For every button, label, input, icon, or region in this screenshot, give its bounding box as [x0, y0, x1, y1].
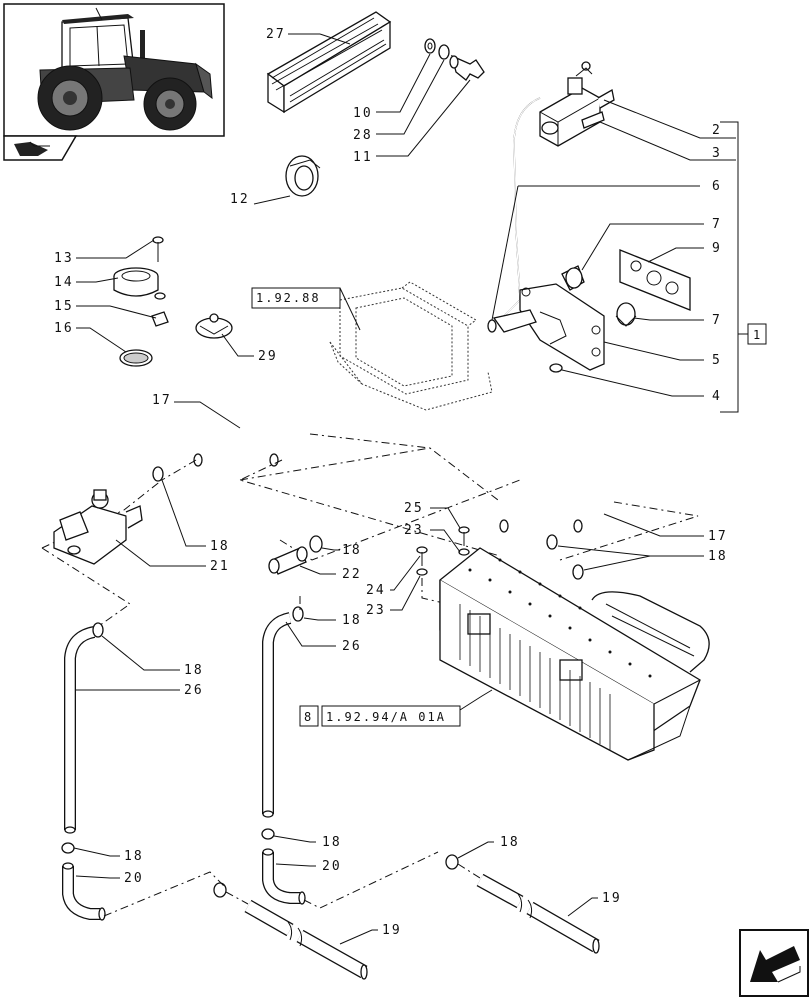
callout-22: 22 — [342, 567, 362, 582]
screw-24 — [416, 546, 428, 566]
washer-28 — [438, 44, 450, 60]
ref-top: 1.92.88 — [256, 291, 321, 305]
fitting-22 — [268, 546, 308, 575]
ref-bottom: 1.92.94/A 01A — [326, 710, 446, 724]
cap-14 — [113, 267, 159, 297]
callout-24: 24 — [366, 583, 386, 598]
callout-16: 16 — [54, 321, 74, 336]
heater-valve-assembly — [539, 61, 615, 147]
callout-18h: 18 — [322, 835, 342, 850]
ref-top-box — [251, 287, 341, 309]
callout-26a: 26 — [342, 639, 362, 654]
callout-11: 11 — [353, 150, 373, 165]
clamp-18g — [61, 842, 75, 854]
callout-4: 4 — [712, 389, 722, 404]
clamp-18c — [546, 534, 558, 550]
callout-7b: 7 — [712, 313, 722, 328]
callout-17a: 17 — [152, 393, 172, 408]
sensor-11 — [449, 54, 485, 81]
elbow-20a — [62, 862, 106, 921]
callout-18a: 18 — [210, 539, 230, 554]
fitting-29 — [195, 313, 233, 339]
callout-29: 29 — [258, 349, 278, 364]
callout-18f: 18 — [184, 663, 204, 678]
next-page-arrow-icon[interactable] — [739, 929, 809, 997]
grommet-12 — [285, 155, 321, 197]
clamp-18j — [213, 882, 227, 898]
callout-28: 28 — [353, 128, 373, 143]
clamp-18b — [309, 535, 323, 553]
callout-20b: 20 — [322, 859, 342, 874]
callout-25: 25 — [404, 501, 424, 516]
hose-17-right — [499, 477, 616, 533]
callout-18i: 18 — [500, 835, 520, 850]
callout-6: 6 — [712, 179, 722, 194]
callout-18c: 18 — [708, 549, 728, 564]
callout-7a: 7 — [712, 217, 722, 232]
callout-13: 13 — [54, 251, 74, 266]
part-27-filter — [266, 11, 392, 114]
callout-26b: 26 — [184, 683, 204, 698]
callout-5: 5 — [712, 353, 722, 368]
ref-bottom-box — [321, 705, 461, 727]
callout-18g: 18 — [124, 849, 144, 864]
washer-23a — [458, 548, 470, 556]
tractor-thumbnail — [3, 3, 225, 137]
callout-17b: 17 — [708, 529, 728, 544]
bracket-5 — [487, 283, 605, 371]
clamp-18i — [445, 854, 459, 870]
clamp-18a — [152, 466, 164, 482]
gasket-9 — [619, 249, 691, 311]
hose-26-left — [64, 626, 96, 834]
callout-21: 21 — [210, 559, 230, 574]
callout-19b: 19 — [602, 891, 622, 906]
ref-bottom-num-box — [299, 705, 319, 727]
screw-13 — [152, 236, 164, 262]
hose-17-left — [193, 406, 313, 467]
filter-disc-16 — [119, 349, 153, 367]
clamp-18f — [92, 622, 104, 638]
elbow-20b — [262, 848, 306, 905]
hose-26-mid — [262, 612, 292, 818]
callout-23b: 23 — [366, 603, 386, 618]
callout-15: 15 — [54, 299, 74, 314]
callout-9: 9 — [712, 241, 722, 256]
clamp-18h — [261, 828, 275, 840]
callout-14: 14 — [54, 275, 74, 290]
heater-unit — [439, 547, 710, 761]
clamp-18d — [572, 564, 584, 580]
callout-10: 10 — [353, 106, 373, 121]
washer-4 — [549, 363, 563, 373]
callout-3: 3 — [712, 146, 722, 161]
clamp-18e — [292, 606, 304, 622]
screw-25 — [458, 526, 470, 546]
callout-19a: 19 — [382, 923, 402, 938]
ref-bottom-num: 8 — [304, 710, 313, 724]
grommet-7b — [615, 302, 637, 327]
hose-19-right — [476, 873, 600, 954]
clip-15 — [151, 311, 169, 327]
callout-18e: 18 — [342, 613, 362, 628]
callout-12: 12 — [230, 192, 250, 207]
grommet-7a — [561, 265, 585, 291]
air-duct-reference — [329, 281, 493, 411]
water-valve-21 — [53, 489, 143, 565]
callout-18b: 18 — [342, 543, 362, 558]
washer-23b — [416, 568, 428, 576]
callout-27: 27 — [266, 27, 286, 42]
callout-23a: 23 — [404, 523, 424, 538]
folder-arrow-icon[interactable] — [3, 135, 78, 161]
washer-10 — [424, 38, 436, 54]
ref-group: 1 — [753, 328, 762, 342]
callout-20a: 20 — [124, 871, 144, 886]
ref-group-box — [747, 323, 767, 345]
callout-2: 2 — [712, 123, 722, 138]
hose-19-left — [244, 899, 368, 980]
